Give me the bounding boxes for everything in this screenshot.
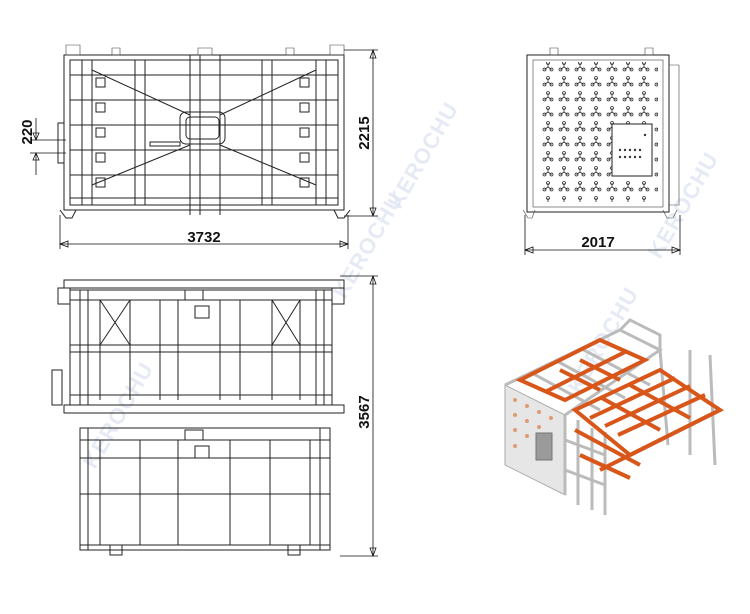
dimension-label: 3732 <box>187 229 220 246</box>
dimension-label: 2017 <box>581 234 614 251</box>
dimension-width-3732: 3732 <box>58 215 350 249</box>
dimension-label: 2215 <box>356 116 373 149</box>
dimension-offset-220: 220 <box>19 118 66 175</box>
dimension-depth-3567: 3567 <box>340 274 378 558</box>
dimension-label: 3567 <box>356 395 373 428</box>
front-view: 3732 2215 220 <box>19 44 378 249</box>
top-view: 3567 <box>51 274 378 558</box>
dimension-height-2215: 2215 <box>344 48 378 218</box>
svg-text:KEROCHU: KEROCHU <box>383 98 464 213</box>
control-box-3d <box>535 432 553 461</box>
dimension-label: 220 <box>19 119 36 144</box>
dimension-width-2017: 2017 <box>523 215 682 255</box>
side-view: 2017 <box>522 47 682 255</box>
control-box <box>611 123 653 177</box>
isometric-view <box>504 318 724 515</box>
svg-text:KEROCHU: KEROCHU <box>78 358 159 473</box>
